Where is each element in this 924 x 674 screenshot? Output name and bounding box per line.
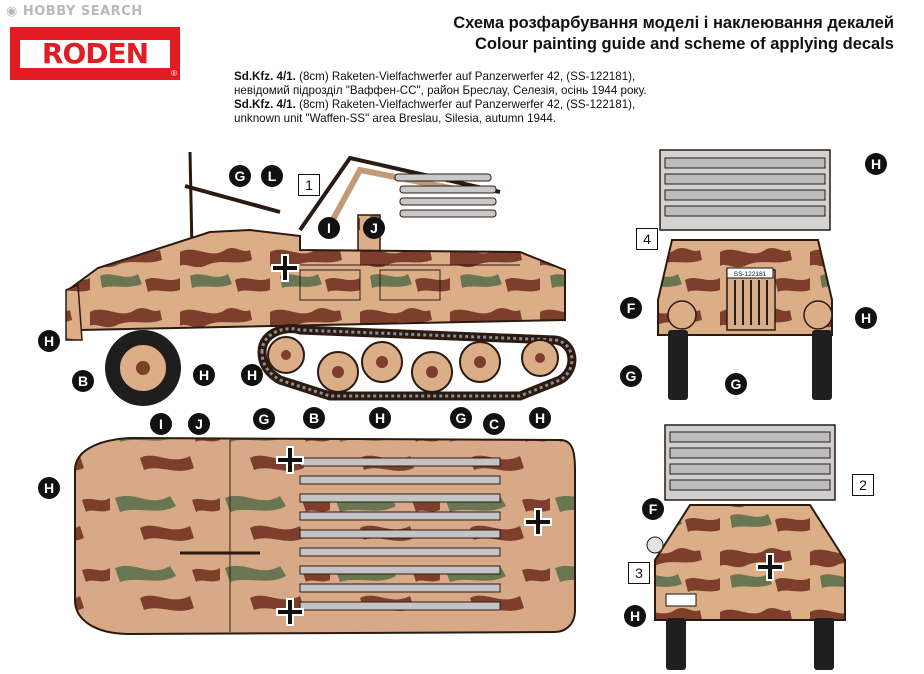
paint-callout: J bbox=[188, 413, 210, 435]
paint-callout: H bbox=[241, 364, 263, 386]
paint-callout: H bbox=[855, 307, 877, 329]
decal-number: 3 bbox=[628, 562, 650, 584]
balkenkreuz-rear bbox=[756, 553, 784, 581]
paint-callout: F bbox=[620, 297, 642, 319]
rear-view bbox=[646, 424, 846, 670]
paint-callout: H bbox=[865, 153, 887, 175]
front-view: SS-122181 bbox=[657, 149, 833, 400]
paint-callout: H bbox=[529, 407, 551, 429]
paint-callout: G bbox=[253, 408, 275, 430]
balkenkreuz-side bbox=[271, 254, 299, 282]
top-view bbox=[74, 436, 576, 636]
paint-callout: H bbox=[369, 407, 391, 429]
balkenkreuz-top-1 bbox=[276, 446, 304, 474]
decal-number: 4 bbox=[636, 228, 658, 250]
balkenkreuz-top-3 bbox=[524, 508, 552, 536]
roden-logo: RODEN ® bbox=[10, 27, 180, 80]
paint-callout: J bbox=[363, 217, 385, 239]
description-line: невідомий підрозділ "Ваффен-СС", район Б… bbox=[234, 84, 647, 97]
watermark: ◉ HOBBY SEARCH bbox=[6, 4, 143, 19]
paint-callout: I bbox=[318, 217, 340, 239]
title-english: Colour painting guide and scheme of appl… bbox=[475, 35, 894, 53]
paint-callout: G bbox=[450, 407, 472, 429]
paint-callout: I bbox=[150, 413, 172, 435]
paint-callout: B bbox=[303, 407, 325, 429]
paint-callout: F bbox=[642, 498, 664, 520]
paint-callout: G bbox=[229, 165, 251, 187]
paint-callout: H bbox=[38, 330, 60, 352]
description-line: unknown unit "Waffen-SS" area Breslau, S… bbox=[234, 112, 557, 125]
paint-callout: B bbox=[72, 370, 94, 392]
rocket-rack-top bbox=[299, 457, 501, 611]
decal-number: 2 bbox=[852, 474, 874, 496]
launcher-side bbox=[298, 155, 501, 256]
balkenkreuz-top-2 bbox=[276, 598, 304, 626]
paint-callout: H bbox=[38, 477, 60, 499]
paint-callout: H bbox=[193, 364, 215, 386]
paint-callout: G bbox=[620, 365, 642, 387]
decal-number: 1 bbox=[298, 174, 320, 196]
description-line: Sd.Kfz. 4/1. (8cm) Raketen-Vielfachwerfe… bbox=[234, 70, 636, 83]
paint-callout: H bbox=[624, 605, 646, 627]
description-line: Sd.Kfz. 4/1. (8cm) Raketen-Vielfachwerfe… bbox=[234, 98, 636, 111]
title-ukrainian: Схема розфарбування моделі і наклеювання… bbox=[453, 14, 894, 32]
paint-callout: L bbox=[261, 165, 283, 187]
side-view bbox=[65, 151, 577, 406]
paint-callout: C bbox=[483, 413, 505, 435]
road-wheels bbox=[267, 336, 559, 393]
paint-callout: G bbox=[725, 373, 747, 395]
front-plate-text: SS-122181 bbox=[734, 271, 767, 278]
